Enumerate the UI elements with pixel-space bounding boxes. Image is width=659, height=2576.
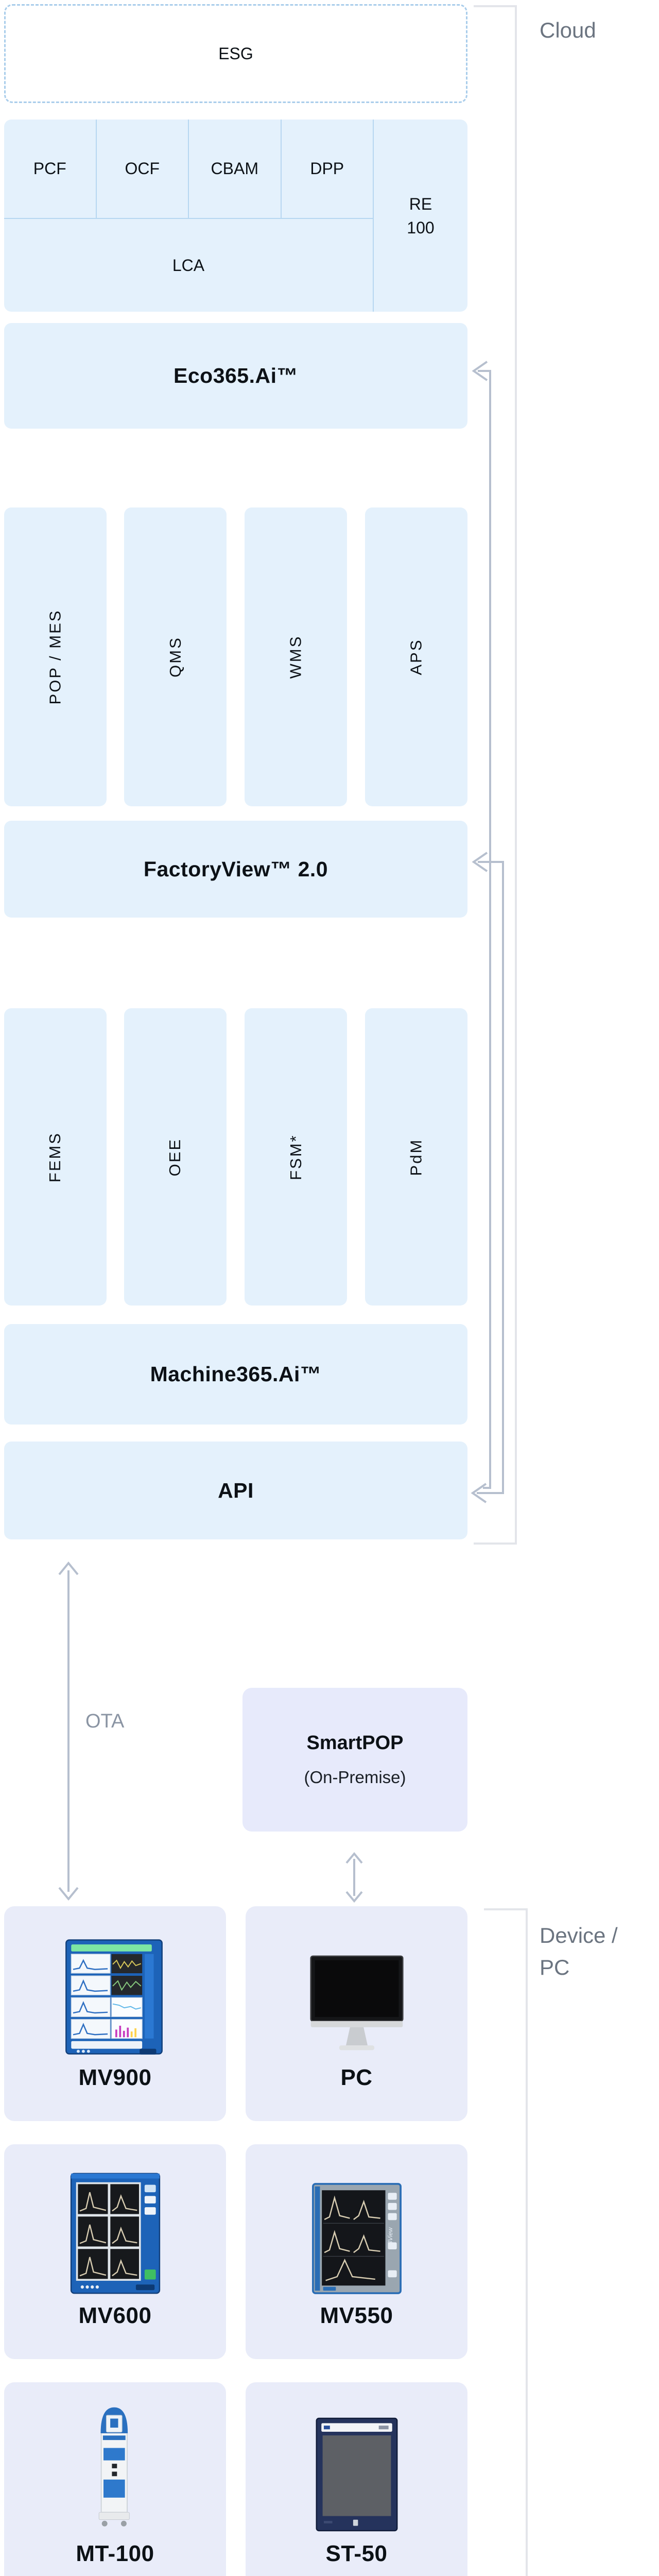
cloud-section-label: Cloud: [540, 18, 596, 42]
ota-arrow: [58, 1561, 79, 1901]
qms-label: QMS: [166, 636, 184, 677]
ota-label: OTA: [85, 1710, 125, 1732]
device-name: MT-100: [76, 2541, 154, 2566]
pop-mes-label: POP / MES: [46, 609, 64, 705]
fems-box: FEMS: [4, 1008, 107, 1306]
arrow-into-factoryview: [472, 852, 488, 872]
device-name: MV600: [78, 2303, 152, 2328]
eco365-label: Eco365.Ai™: [174, 364, 298, 387]
esg-label: ESG: [218, 44, 253, 63]
mv550-image: 3View: [309, 2166, 405, 2296]
device-name: PC: [340, 2065, 373, 2090]
device-card-st50: ST-50: [246, 2382, 467, 2576]
qms-box: QMS: [124, 507, 227, 806]
lca-label: LCA: [172, 256, 205, 275]
pdm-label: PdM: [407, 1138, 425, 1176]
smartpop-box: SmartPOP (On-Premise): [242, 1688, 467, 1832]
re100-box: RE 100: [374, 120, 467, 312]
aps-label: APS: [407, 638, 425, 675]
pcf-box: PCF: [4, 120, 97, 219]
re100-label: RE 100: [407, 194, 435, 237]
dpp-label: DPP: [310, 159, 344, 178]
mv550-brand-text: 3View: [387, 2227, 394, 2244]
machine365-label: Machine365.Ai™: [150, 1362, 322, 1386]
device-card-mv550: 3View MV550: [246, 2144, 467, 2359]
device-name: MV550: [320, 2303, 393, 2328]
device-name: ST-50: [325, 2541, 388, 2566]
mv900-image: [64, 1928, 167, 2058]
fsm-label: FSM*: [286, 1133, 305, 1180]
device-card-mv900: MV900: [4, 1906, 226, 2121]
cbam-label: CBAM: [211, 159, 258, 178]
esg-box: ESG: [4, 4, 467, 103]
pdm-box: PdM: [365, 1008, 467, 1306]
wms-label: WMS: [286, 635, 305, 679]
ocf-box: OCF: [96, 120, 189, 219]
fems-label: FEMS: [46, 1131, 64, 1182]
pop-mes-box: POP / MES: [4, 507, 107, 806]
factoryview-box: FactoryView™ 2.0: [4, 821, 467, 918]
aps-box: APS: [365, 507, 467, 806]
device-pc-bracket: [484, 1908, 528, 2576]
api-box: API: [4, 1442, 467, 1539]
lca-box: LCA: [4, 219, 374, 312]
oee-label: OEE: [166, 1138, 184, 1176]
dpp-box: DPP: [281, 120, 374, 219]
mt100-image: [83, 2404, 148, 2534]
smartpop-device-arrow: [345, 1852, 363, 1903]
api-label: API: [218, 1478, 254, 1502]
smartpop-title: SmartPOP: [306, 1732, 404, 1754]
factoryview-label: FactoryView™ 2.0: [143, 857, 328, 881]
device-pc-section-label: Device / PC: [540, 1923, 618, 1979]
ocf-label: OCF: [125, 159, 160, 178]
machine365-box: Machine365.Ai™: [4, 1324, 467, 1425]
api-feedback-lines: [471, 361, 504, 1503]
device-card-mv600: MV600: [4, 2144, 226, 2359]
eco365-box: Eco365.Ai™: [4, 323, 467, 429]
device-card-mt100: MT-100: [4, 2382, 226, 2576]
arrow-into-eco365: [472, 361, 488, 381]
arrow-into-api: [471, 1483, 487, 1503]
compliance-grid: PCF OCF CBAM DPP RE 100 LCA: [4, 120, 467, 312]
device-name: MV900: [78, 2065, 152, 2090]
device-card-pc: PC: [246, 1906, 467, 2121]
wms-box: WMS: [245, 507, 347, 806]
smartpop-subtitle: (On-Premise): [304, 1768, 406, 1787]
mv600-image: [68, 2166, 162, 2296]
pc-image: [303, 1928, 411, 2058]
pcf-label: PCF: [33, 159, 66, 178]
fsm-box: FSM*: [245, 1008, 347, 1306]
st50-image: [314, 2404, 400, 2534]
cbam-box: CBAM: [189, 120, 282, 219]
cloud-bracket: [474, 5, 517, 1545]
oee-box: OEE: [124, 1008, 227, 1306]
